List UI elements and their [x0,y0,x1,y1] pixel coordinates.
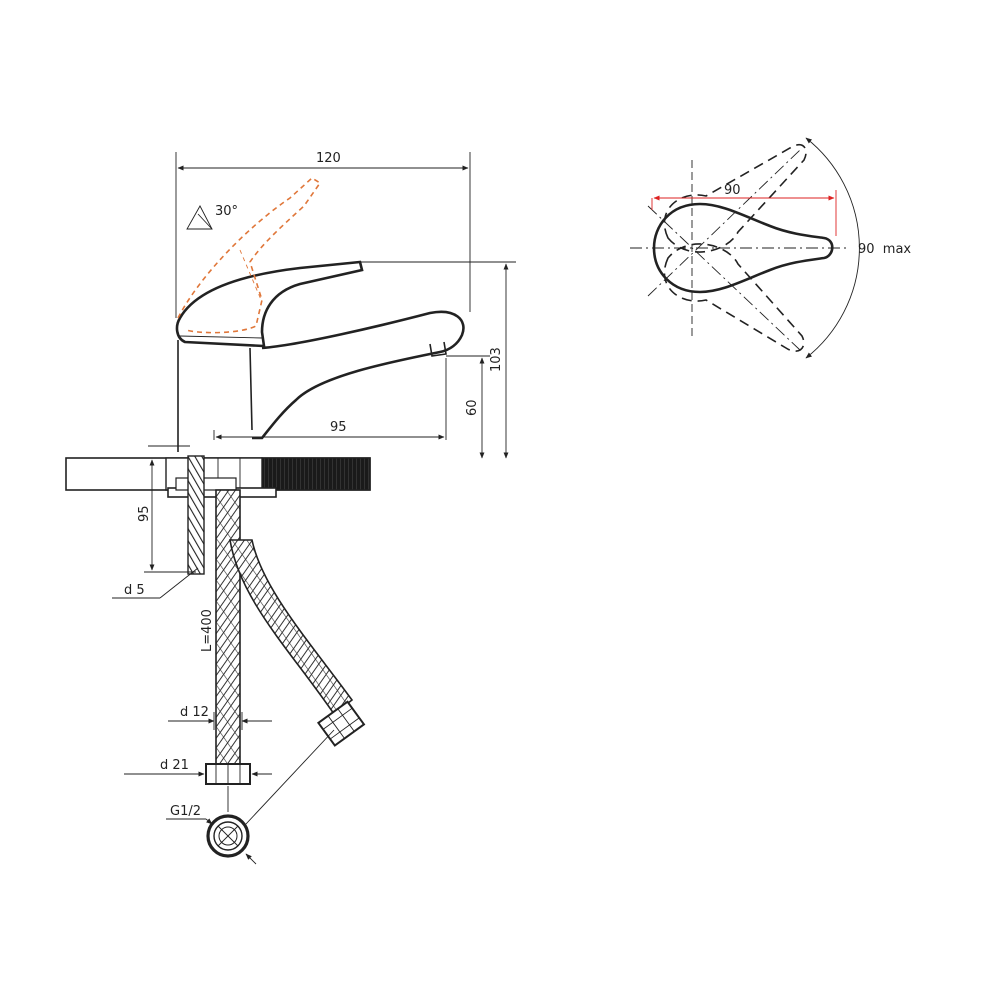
hose-diameter-callout: d 12 [168,705,272,730]
spout-height-label: 60 [465,399,480,416]
spout-height-dimension: 60 [446,355,490,459]
nut-diameter-callout: d 21 [124,758,272,777]
thread-end-view: G1/2 [166,729,335,865]
handle-top-outline [652,202,834,294]
shank-length-label: 95 [137,505,152,522]
width-dimension: 120 [175,151,471,318]
width-label: 120 [316,151,341,166]
hose-diameter-label: d 12 [180,705,209,720]
tilt-label: 30° [215,204,238,219]
stud-diameter-callout: d 5 [112,567,199,599]
rotation-arc: 90 max [805,137,911,359]
counter-section [261,457,371,491]
height-dimension: 103 [360,261,516,459]
threaded-stud [187,455,205,575]
height-label: 103 [489,347,504,372]
spout-reach-label: 95 [330,420,347,435]
side-view: 30° 120 103 60 95 [65,151,516,865]
stud-diameter-label: d 5 [124,583,145,598]
rotation-label: 90 max [858,242,911,257]
handle-rotated-down [663,243,805,352]
straight-hose [215,489,241,765]
nut-diameter-label: d 21 [160,758,189,773]
handle-rotated-up [663,144,807,253]
thread-label: G1/2 [170,804,201,819]
tilt-indicator: 30° [186,204,238,230]
shank-dimension: 95 [137,457,196,573]
faucet-body [175,260,465,452]
spout-reach-dimension: 95 [213,358,447,440]
handle-length-label: 90 [724,183,741,198]
raised-handle-outline [177,177,322,334]
top-view: 90 90 max [630,137,911,359]
bent-hose [229,539,366,747]
hose-length-label: L=400 [200,609,215,652]
handle-length-dimension: 90 [651,183,837,236]
hose-nut [205,763,251,785]
